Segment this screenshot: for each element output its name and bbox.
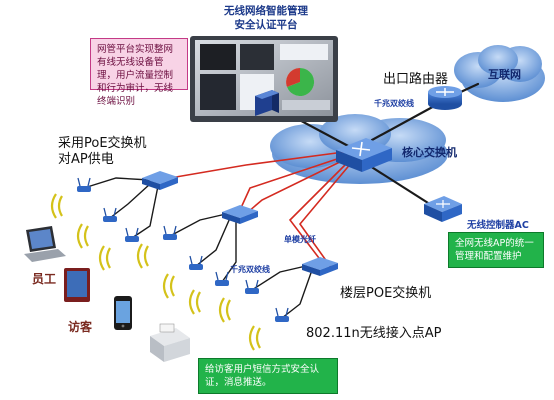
platform-server-icon <box>255 90 279 116</box>
poe-switch-label: 采用PoE交换机 对AP供电 <box>58 136 147 168</box>
wifi-signal-waves <box>50 193 261 351</box>
internet-cloud <box>454 45 545 102</box>
poe-switch-label-line1: 采用PoE交换机 <box>58 136 147 151</box>
internet-label: 互联网 <box>488 68 521 81</box>
ap-icon <box>103 207 117 222</box>
exit-router-label: 出口路由器 <box>383 72 449 87</box>
ap-icon <box>189 255 203 270</box>
exit-router-icon <box>428 86 462 110</box>
ap-icon <box>77 177 91 192</box>
poe-switch-icon-1 <box>142 171 178 190</box>
tablet-icon <box>64 268 90 302</box>
gigabit-twisted-bottom-label: 千兆双绞线 <box>230 265 270 274</box>
ap-label: 802.11n无线接入点AP <box>306 326 442 341</box>
management-note: 网管平台实现整网有线无线设备管理，用户流量控制和行为审计，无线终端识别 <box>90 38 188 107</box>
poe-switch-label-line2: 对AP供电 <box>58 152 114 167</box>
printer-icon <box>150 323 190 362</box>
employee-label: 员工 <box>32 272 57 286</box>
platform-title: 无线网络智能管理 安全认证平台 <box>212 4 320 32</box>
platform-title-line1: 无线网络智能管理 <box>224 5 308 17</box>
visitor-label: 访客 <box>68 320 93 334</box>
laptop-icon <box>24 226 66 262</box>
core-switch-icon <box>336 138 392 172</box>
access-points <box>77 177 289 322</box>
phone-icon <box>114 296 132 330</box>
poe-switch-icon-2 <box>222 205 258 224</box>
ap-icon <box>125 227 139 242</box>
single-mode-fiber-label: 单模光纤 <box>284 235 316 244</box>
poe-switch-icon-3 <box>302 257 338 276</box>
ac-note: 全网无线AP的统一管理和配置维护 <box>448 232 544 268</box>
ap-icon <box>275 307 289 322</box>
ap-icon <box>245 279 259 294</box>
sms-note: 给访客用户短信方式安全认证，消息推送。 <box>198 358 338 394</box>
wireless-controller-icon <box>424 196 462 222</box>
gigabit-twisted-top-label: 千兆双绞线 <box>374 99 414 108</box>
wireless-controller-label: 无线控制器AC <box>467 220 529 231</box>
core-switch-label: 核心交换机 <box>402 146 457 159</box>
ap-icon <box>215 271 229 286</box>
floor-poe-switch-label: 楼层POE交换机 <box>340 286 432 301</box>
platform-title-line2: 安全认证平台 <box>234 19 298 31</box>
ap-icon <box>163 225 177 240</box>
links <box>83 82 480 319</box>
